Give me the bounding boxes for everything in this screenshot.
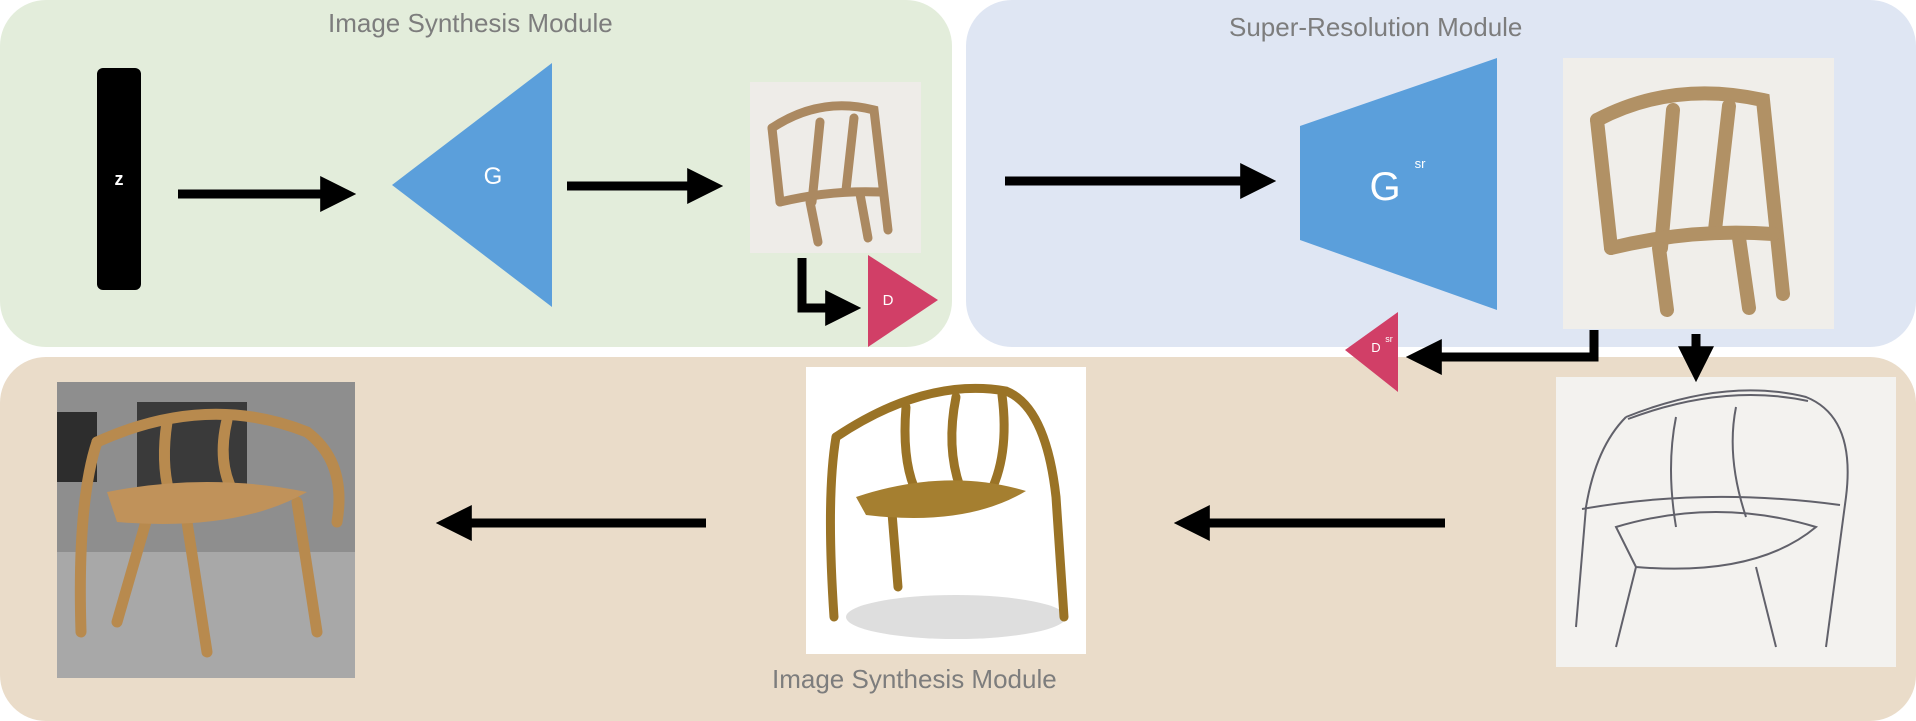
generator-label: G — [484, 163, 503, 190]
discriminator-label: D — [883, 292, 894, 309]
sr-generator-label: G — [1369, 165, 1400, 209]
sr-discriminator-superscript: sr — [1385, 334, 1393, 344]
panel-title-image-synthesis-top: Image Synthesis Module — [328, 8, 613, 38]
panel-title-super-resolution: Super-Resolution Module — [1229, 12, 1523, 42]
panel-title-image-synthesis-bottom: Image Synthesis Module — [772, 664, 1057, 694]
super-resolved-chair — [1563, 58, 1834, 329]
sr-discriminator-label: D — [1371, 340, 1380, 355]
latent-vector-z: z — [97, 68, 141, 290]
fabricated-golden-chair-photo — [57, 382, 355, 678]
arrow-image-to-discriminator — [797, 258, 862, 326]
chair-pencil-sketch — [1556, 377, 1896, 667]
sr-generator-superscript: sr — [1415, 156, 1427, 171]
latent-z-label: z — [114, 168, 124, 189]
generator-triangle — [392, 63, 552, 307]
sr-discriminator-triangle — [1345, 312, 1398, 392]
discriminator-triangle-shape — [868, 255, 938, 347]
arrow-sr-image-to-sr-discriminator — [1405, 330, 1599, 375]
sr-generator-trapezoid — [1300, 58, 1497, 310]
golden-chair-3d-render — [806, 367, 1086, 654]
generated-low-res-chair — [750, 82, 921, 253]
